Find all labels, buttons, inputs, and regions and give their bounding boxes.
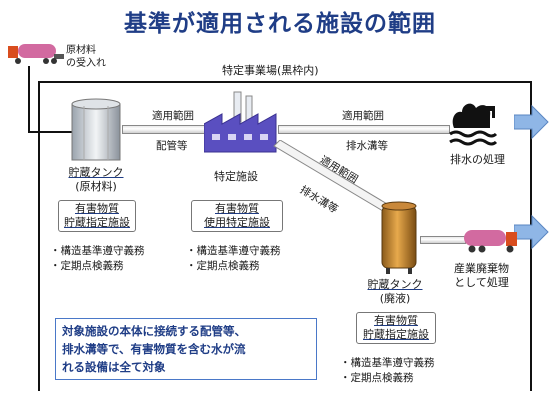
site-label: 特定事業場(黒枠内) xyxy=(222,64,319,77)
arrow-right-icon xyxy=(514,214,549,250)
industrial-waste-line2: として処理 xyxy=(454,276,509,289)
storage-tank-icon xyxy=(71,98,121,161)
duty-item: ・構造基準遵守義務 xyxy=(340,357,435,369)
duty-list: ・構造基準遵守義務 ・定期点検義務 xyxy=(50,244,145,274)
intake-label: 原材料 の受入れ xyxy=(66,44,106,70)
tank-waste-sub: (廃液) xyxy=(379,292,411,305)
pipe-type-label: 配管等 xyxy=(154,138,190,153)
duty-item: ・構造基準遵守義務 xyxy=(50,245,145,257)
pipe-to-disposal xyxy=(420,236,466,244)
wastewater-treatment-icon xyxy=(449,103,498,146)
tank-raw-label: 貯蔵タンク (原材料) xyxy=(64,166,128,194)
box-line2: 貯蔵指定施設 xyxy=(363,328,429,341)
factory-icon xyxy=(204,91,277,153)
intake-line-vertical xyxy=(28,66,30,133)
industrial-waste-line1: 産業廃棄物 xyxy=(454,262,509,275)
box-line1: 有害物質 xyxy=(75,202,119,215)
facility-type-box: 有害物質 使用特定施設 xyxy=(191,200,283,232)
page-title: 基準が適用される施設の範囲 xyxy=(124,11,436,37)
drain-factory-to-treatment xyxy=(278,125,450,134)
duty-item: ・構造基準遵守義務 xyxy=(186,245,281,257)
waste-tank-icon xyxy=(381,201,417,274)
tank-truck-icon xyxy=(464,230,517,253)
intake-label-line2: の受入れ xyxy=(66,58,106,69)
scope-note: 対象施設の本体に接続する配管等、 排水溝等で、有害物質を含む水が流 れる設備は全… xyxy=(55,318,317,380)
note-line: 排水溝等で、有害物質を含む水が流 xyxy=(62,342,246,356)
tank-truck-icon xyxy=(8,44,64,64)
box-line1: 有害物質 xyxy=(374,314,418,327)
note-line: 対象施設の本体に接続する配管等、 xyxy=(62,324,246,338)
box-line2: 使用特定施設 xyxy=(204,216,270,229)
industrial-waste-label: 産業廃棄物 として処理 xyxy=(454,262,509,290)
duty-item: ・定期点検義務 xyxy=(340,372,414,384)
tank-raw-sub: (原材料) xyxy=(75,180,117,193)
duty-item: ・定期点検義務 xyxy=(50,260,124,272)
intake-label-line1: 原材料 xyxy=(66,45,96,56)
tank-raw-name: 貯蔵タンク xyxy=(68,166,124,179)
duty-list: ・構造基準遵守義務 ・定期点検義務 xyxy=(186,244,281,274)
tank-waste-label: 貯蔵タンク (廃液) xyxy=(362,278,428,306)
wastewater-label: 排水の処理 xyxy=(450,153,505,166)
box-line2: 貯蔵指定施設 xyxy=(64,216,130,229)
duty-item: ・定期点検義務 xyxy=(186,260,260,272)
pipe-tank-to-factory xyxy=(122,125,208,134)
drain-range-label: 適用範囲 xyxy=(340,108,386,123)
duty-list: ・構造基準遵守義務 ・定期点検義務 xyxy=(340,356,435,386)
arrow-right-icon xyxy=(514,104,549,140)
tank-waste-name: 貯蔵タンク xyxy=(367,278,423,291)
facility-type-box: 有害物質 貯蔵指定施設 xyxy=(58,200,136,232)
note-line: れる設備は全て対象 xyxy=(62,360,166,374)
intake-line-horizontal xyxy=(28,131,72,133)
factory-name: 特定施設 xyxy=(214,170,258,183)
pipe-range-label: 適用範囲 xyxy=(150,108,196,123)
box-line1: 有害物質 xyxy=(215,202,259,215)
drain-type-label: 排水溝等 xyxy=(344,138,390,153)
facility-type-box: 有害物質 貯蔵指定施設 xyxy=(356,312,436,344)
